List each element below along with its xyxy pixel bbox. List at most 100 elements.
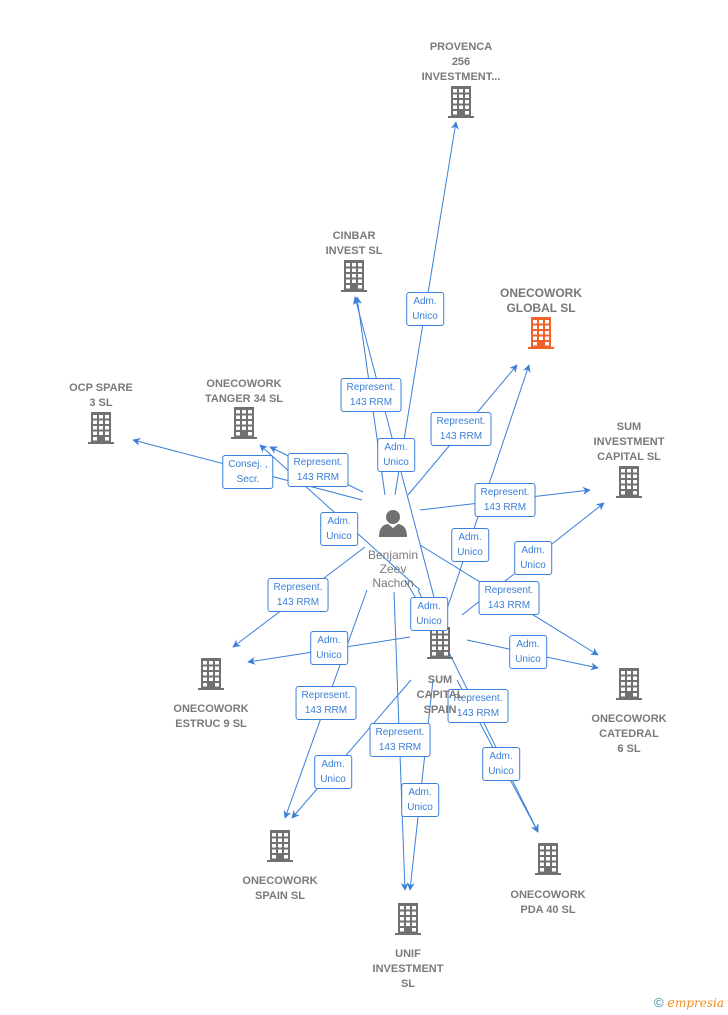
edge-label[interactable]: Adm. Unico xyxy=(509,635,547,669)
edge-label-line: Adm. xyxy=(408,787,432,798)
building-icon[interactable] xyxy=(231,407,257,439)
edge-label[interactable]: Represent. 143 RRM xyxy=(478,581,540,615)
edge-label-line: 143 RRM xyxy=(304,705,348,716)
node-label-line: 3 SL xyxy=(89,397,113,409)
edge-label-line: Adm. xyxy=(458,532,482,543)
edge-label-line: Adm. xyxy=(516,639,540,650)
node-label-line: 6 SL xyxy=(617,743,641,755)
node-label-line: PROVENCA xyxy=(429,41,493,53)
edge-label-line: Unico xyxy=(515,654,541,665)
building-icon[interactable] xyxy=(427,627,453,659)
node-label-line: INVESTMENT xyxy=(372,963,444,975)
node-label-line: TANGER 34 SL xyxy=(204,393,284,405)
edge-label-line: Represent. xyxy=(436,416,486,427)
edge-label-line: 143 RRM xyxy=(276,597,320,608)
edge-label[interactable]: Adm.Unico xyxy=(377,438,415,472)
edge-label-line: Unico xyxy=(326,531,352,542)
edge-label[interactable]: Adm.Unico xyxy=(514,541,552,575)
edge-label[interactable]: Adm. Unico xyxy=(310,631,348,665)
edge-sumcap-spain xyxy=(291,679,412,819)
node-label-line: ONECOWORK xyxy=(510,889,586,901)
building-icon[interactable] xyxy=(448,86,474,118)
edge-label-line: 143 RRM xyxy=(483,502,527,513)
edge-label[interactable]: Represent. 143 RRM xyxy=(474,483,536,517)
edge-label-line: Represent. xyxy=(484,585,534,596)
edge-label-line: Represent. xyxy=(301,690,351,701)
edge-label-line: 143 RRM xyxy=(439,431,483,442)
building-icon[interactable] xyxy=(88,412,114,444)
node-label-line: SPAIN SL xyxy=(255,890,305,902)
edge-label[interactable]: Represent. 143 RRM xyxy=(295,686,357,720)
node-label-line: Zeev xyxy=(379,562,407,576)
edge-label-line: Unico xyxy=(316,650,342,661)
node-label-line: UNIF xyxy=(395,948,421,960)
node-label-line: INVESTMENT xyxy=(593,436,665,448)
node-label-line: 256 xyxy=(451,56,471,68)
edge-label[interactable]: Adm.Unico xyxy=(401,783,439,817)
node-label-pda[interactable]: ONECOWORK PDA 40 SL xyxy=(510,888,585,918)
node-label-line: PDA 40 SL xyxy=(520,904,576,916)
person-icon[interactable] xyxy=(379,510,407,537)
edge-label-line: Consej. , xyxy=(228,459,268,470)
building-icon[interactable] xyxy=(198,658,224,690)
edge-label-line: 143 RRM xyxy=(487,600,531,611)
edge-label[interactable]: Represent.143 RRM xyxy=(369,723,431,757)
building-icon[interactable] xyxy=(267,830,293,862)
edge-label-line: Represent. xyxy=(346,382,396,393)
edge-label[interactable]: Represent. 143 RRM xyxy=(340,378,402,412)
edge-label-line: 143 RRM xyxy=(349,397,393,408)
node-label-line: CAPITAL SL xyxy=(597,451,661,463)
building-icon[interactable] xyxy=(528,317,554,349)
building-icon[interactable] xyxy=(616,668,642,700)
edge-label[interactable]: Represent.143 RRM xyxy=(447,689,509,723)
edge-label[interactable]: Adm.Unico xyxy=(482,747,520,781)
edge-label-line: 143 RRM xyxy=(296,472,340,483)
edge-label-line: Represent. xyxy=(293,457,343,468)
node-label-line: SL xyxy=(400,978,416,990)
edge-label[interactable]: Represent. 143 RRM xyxy=(287,453,349,487)
edge-label-line: Adm. xyxy=(413,296,437,307)
building-icon[interactable] xyxy=(395,903,421,935)
edge-label-line: Represent. xyxy=(480,487,530,498)
edge-label-line: Unico xyxy=(488,766,514,777)
edge-label-line: Adm. xyxy=(327,516,351,527)
edge-label[interactable]: Consej. , Secr. xyxy=(222,455,274,489)
edge-label[interactable]: Adm.Unico xyxy=(451,528,489,562)
node-label-line: INVESTMENT... xyxy=(421,71,501,83)
edge-label[interactable]: Adm.Unico xyxy=(406,292,444,326)
copyright-symbol: © xyxy=(654,995,664,1010)
edge-label[interactable]: Adm.Unico xyxy=(410,597,448,631)
building-icon[interactable] xyxy=(616,466,642,498)
node-label-line: SPAIN xyxy=(423,704,457,716)
node-label-line: ONECOWORK xyxy=(591,713,667,725)
edge-label-line: Adm. xyxy=(317,635,341,646)
edge-label-line: Adm. xyxy=(321,759,345,770)
brand-name: mpresia xyxy=(674,996,724,1010)
edge-label[interactable]: Represent. 143 RRM xyxy=(430,412,492,446)
node-label-unif[interactable]: UNIF INVESTMENT SL xyxy=(373,947,444,992)
edge-label[interactable]: Represent.143 RRM xyxy=(267,578,329,612)
edge-label-line: Unico xyxy=(383,457,409,468)
empresia-credit: © empresia xyxy=(654,995,724,1011)
edge-label[interactable]: Adm.Unico xyxy=(314,755,352,789)
edge-label-line: Secr. xyxy=(236,474,260,485)
node-label-line: Nachon xyxy=(372,576,414,590)
node-label-line: Benjamin xyxy=(367,548,419,562)
edge-label-line: 143 RRM xyxy=(378,742,422,753)
node-label-line: CAPITAL xyxy=(416,689,464,701)
building-icon[interactable] xyxy=(341,260,367,292)
building-icon[interactable] xyxy=(535,843,561,875)
edge-label[interactable]: Adm. Unico xyxy=(320,512,358,546)
